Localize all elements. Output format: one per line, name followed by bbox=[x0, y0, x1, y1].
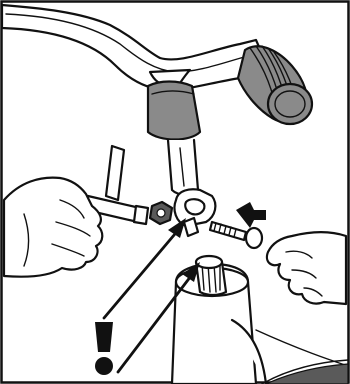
nut bbox=[150, 202, 172, 224]
stem-shroud bbox=[148, 82, 200, 140]
right-hand bbox=[267, 232, 346, 304]
seat-post bbox=[168, 140, 198, 195]
exclamation-mark-icon bbox=[95, 322, 113, 375]
left-hand bbox=[4, 178, 102, 277]
double-arrow-icon bbox=[236, 202, 266, 228]
handlebar-grip bbox=[238, 46, 312, 124]
clamp-bolt bbox=[210, 222, 262, 248]
